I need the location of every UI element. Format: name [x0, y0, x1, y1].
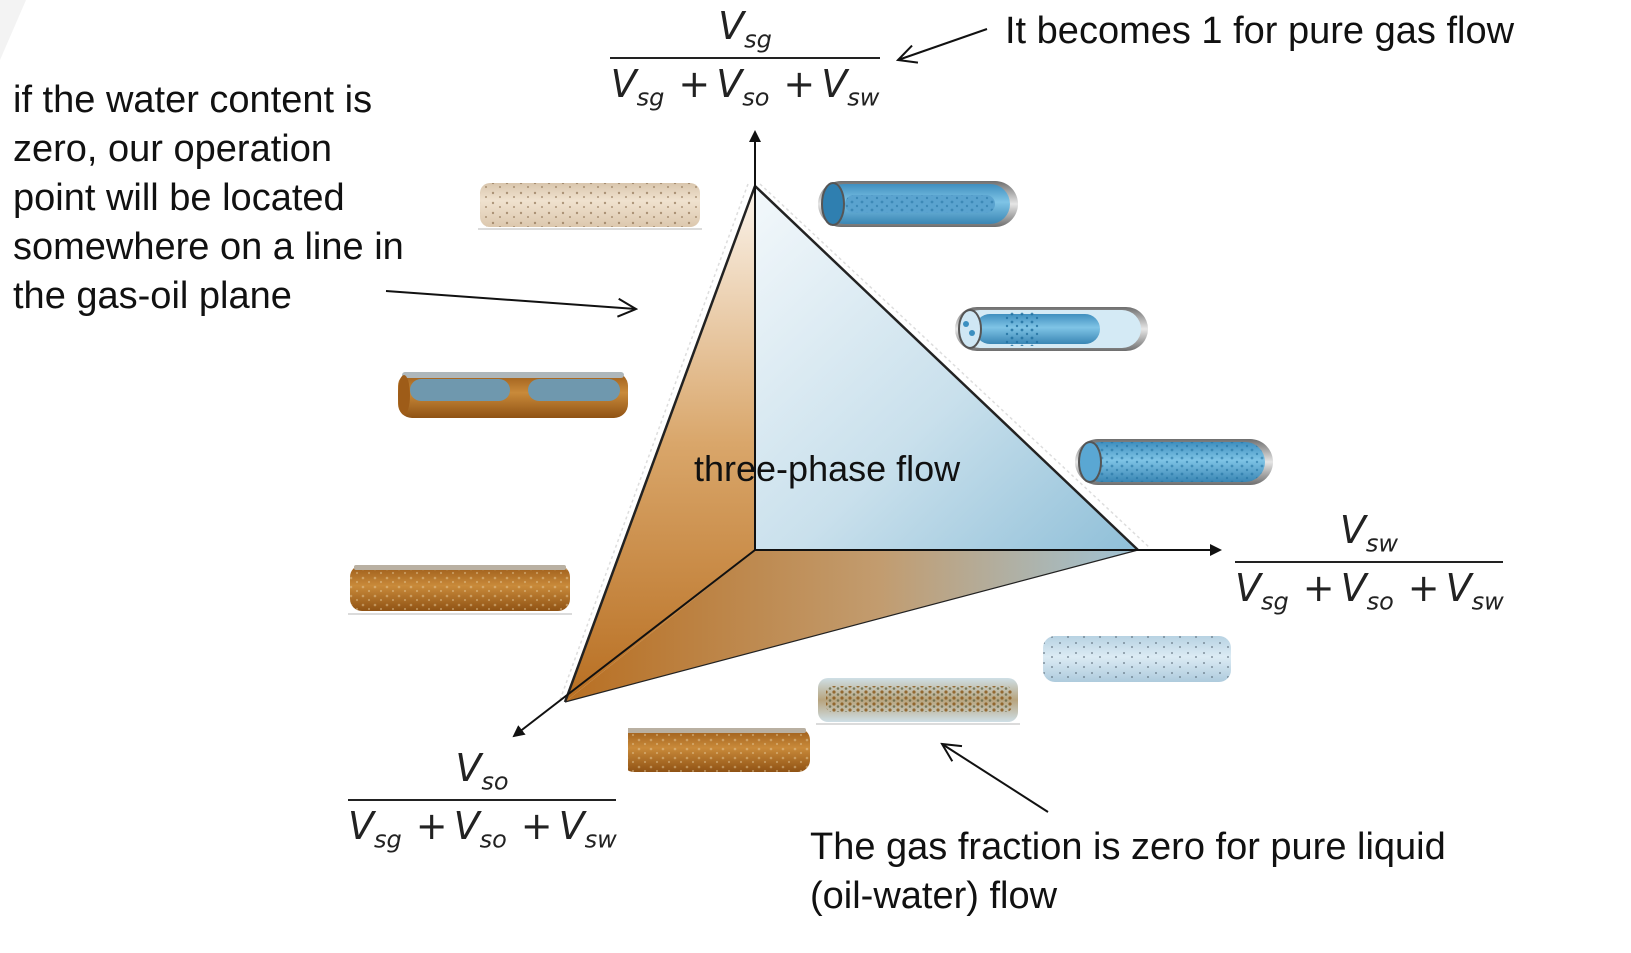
fraction-denominator: Vsg+Vso+Vsw: [1235, 566, 1504, 616]
fraction-numerator: Vso: [455, 746, 509, 796]
liquid-flow-note: The gas fraction is zero for pure liquid…: [810, 823, 1446, 921]
arrow-to-gas-axis: [898, 28, 988, 60]
pipe-water-bubbles: [1075, 439, 1273, 485]
fraction-bar: [610, 57, 880, 59]
arrow-to-liquid-line: [942, 744, 1049, 813]
pipe-gas-oil-bubbles: [478, 183, 702, 230]
three-phase-flow-label: three-phase flow: [694, 448, 961, 489]
pipe-oil-water-emulsion: [816, 678, 1020, 725]
fraction-denominator: Vsg+Vso+Vsw: [348, 804, 617, 854]
fraction-numerator: Vsw: [1339, 508, 1399, 558]
edge-gas-water: [754, 185, 1139, 551]
arrow-to-gas-oil-plane: [385, 290, 636, 309]
tetrahedron: [559, 183, 1151, 703]
pipe-gas-water-slug: [955, 307, 1148, 351]
pipe-water-light-bubbles: [1043, 636, 1231, 682]
note-line: The gas fraction is zero for pure liquid: [810, 826, 1446, 868]
note-line: (oil-water) flow: [810, 875, 1058, 917]
oil-axis: [512, 549, 756, 738]
edge-oil-water: [564, 549, 1139, 703]
note-line: if the water content is: [13, 79, 373, 121]
edge-gas-oil: [563, 185, 757, 703]
gas-oil-plane-note: if the water content is zero, our operat…: [13, 76, 404, 321]
gas-fraction-label: Vsg Vsg+Vso+Vsw: [610, 4, 880, 114]
pipe-oil-bubbles: [348, 565, 572, 615]
pure-gas-note: It becomes 1 for pure gas flow: [1005, 10, 1515, 52]
pipe-gas-water-annular: [818, 181, 1018, 227]
fraction-bar: [348, 799, 616, 801]
water-fraction-label: Vsw Vsg+Vso+Vsw: [1235, 508, 1504, 618]
note-line: somewhere on a line in: [13, 226, 404, 268]
note-line: the gas-oil plane: [13, 275, 292, 317]
fraction-denominator: Vsg+Vso+Vsw: [610, 62, 880, 112]
pipe-oil-slug: [398, 372, 628, 418]
note-line: zero, our operation: [13, 128, 332, 170]
note-line: point will be located: [13, 177, 345, 219]
corner-decoration: [0, 0, 26, 60]
oil-fraction-label: Vso Vsg+Vso+Vsw: [348, 746, 617, 856]
pipe-oil-bottom: [618, 726, 810, 776]
fraction-bar: [1235, 561, 1503, 563]
fraction-numerator: Vsg: [718, 4, 772, 54]
